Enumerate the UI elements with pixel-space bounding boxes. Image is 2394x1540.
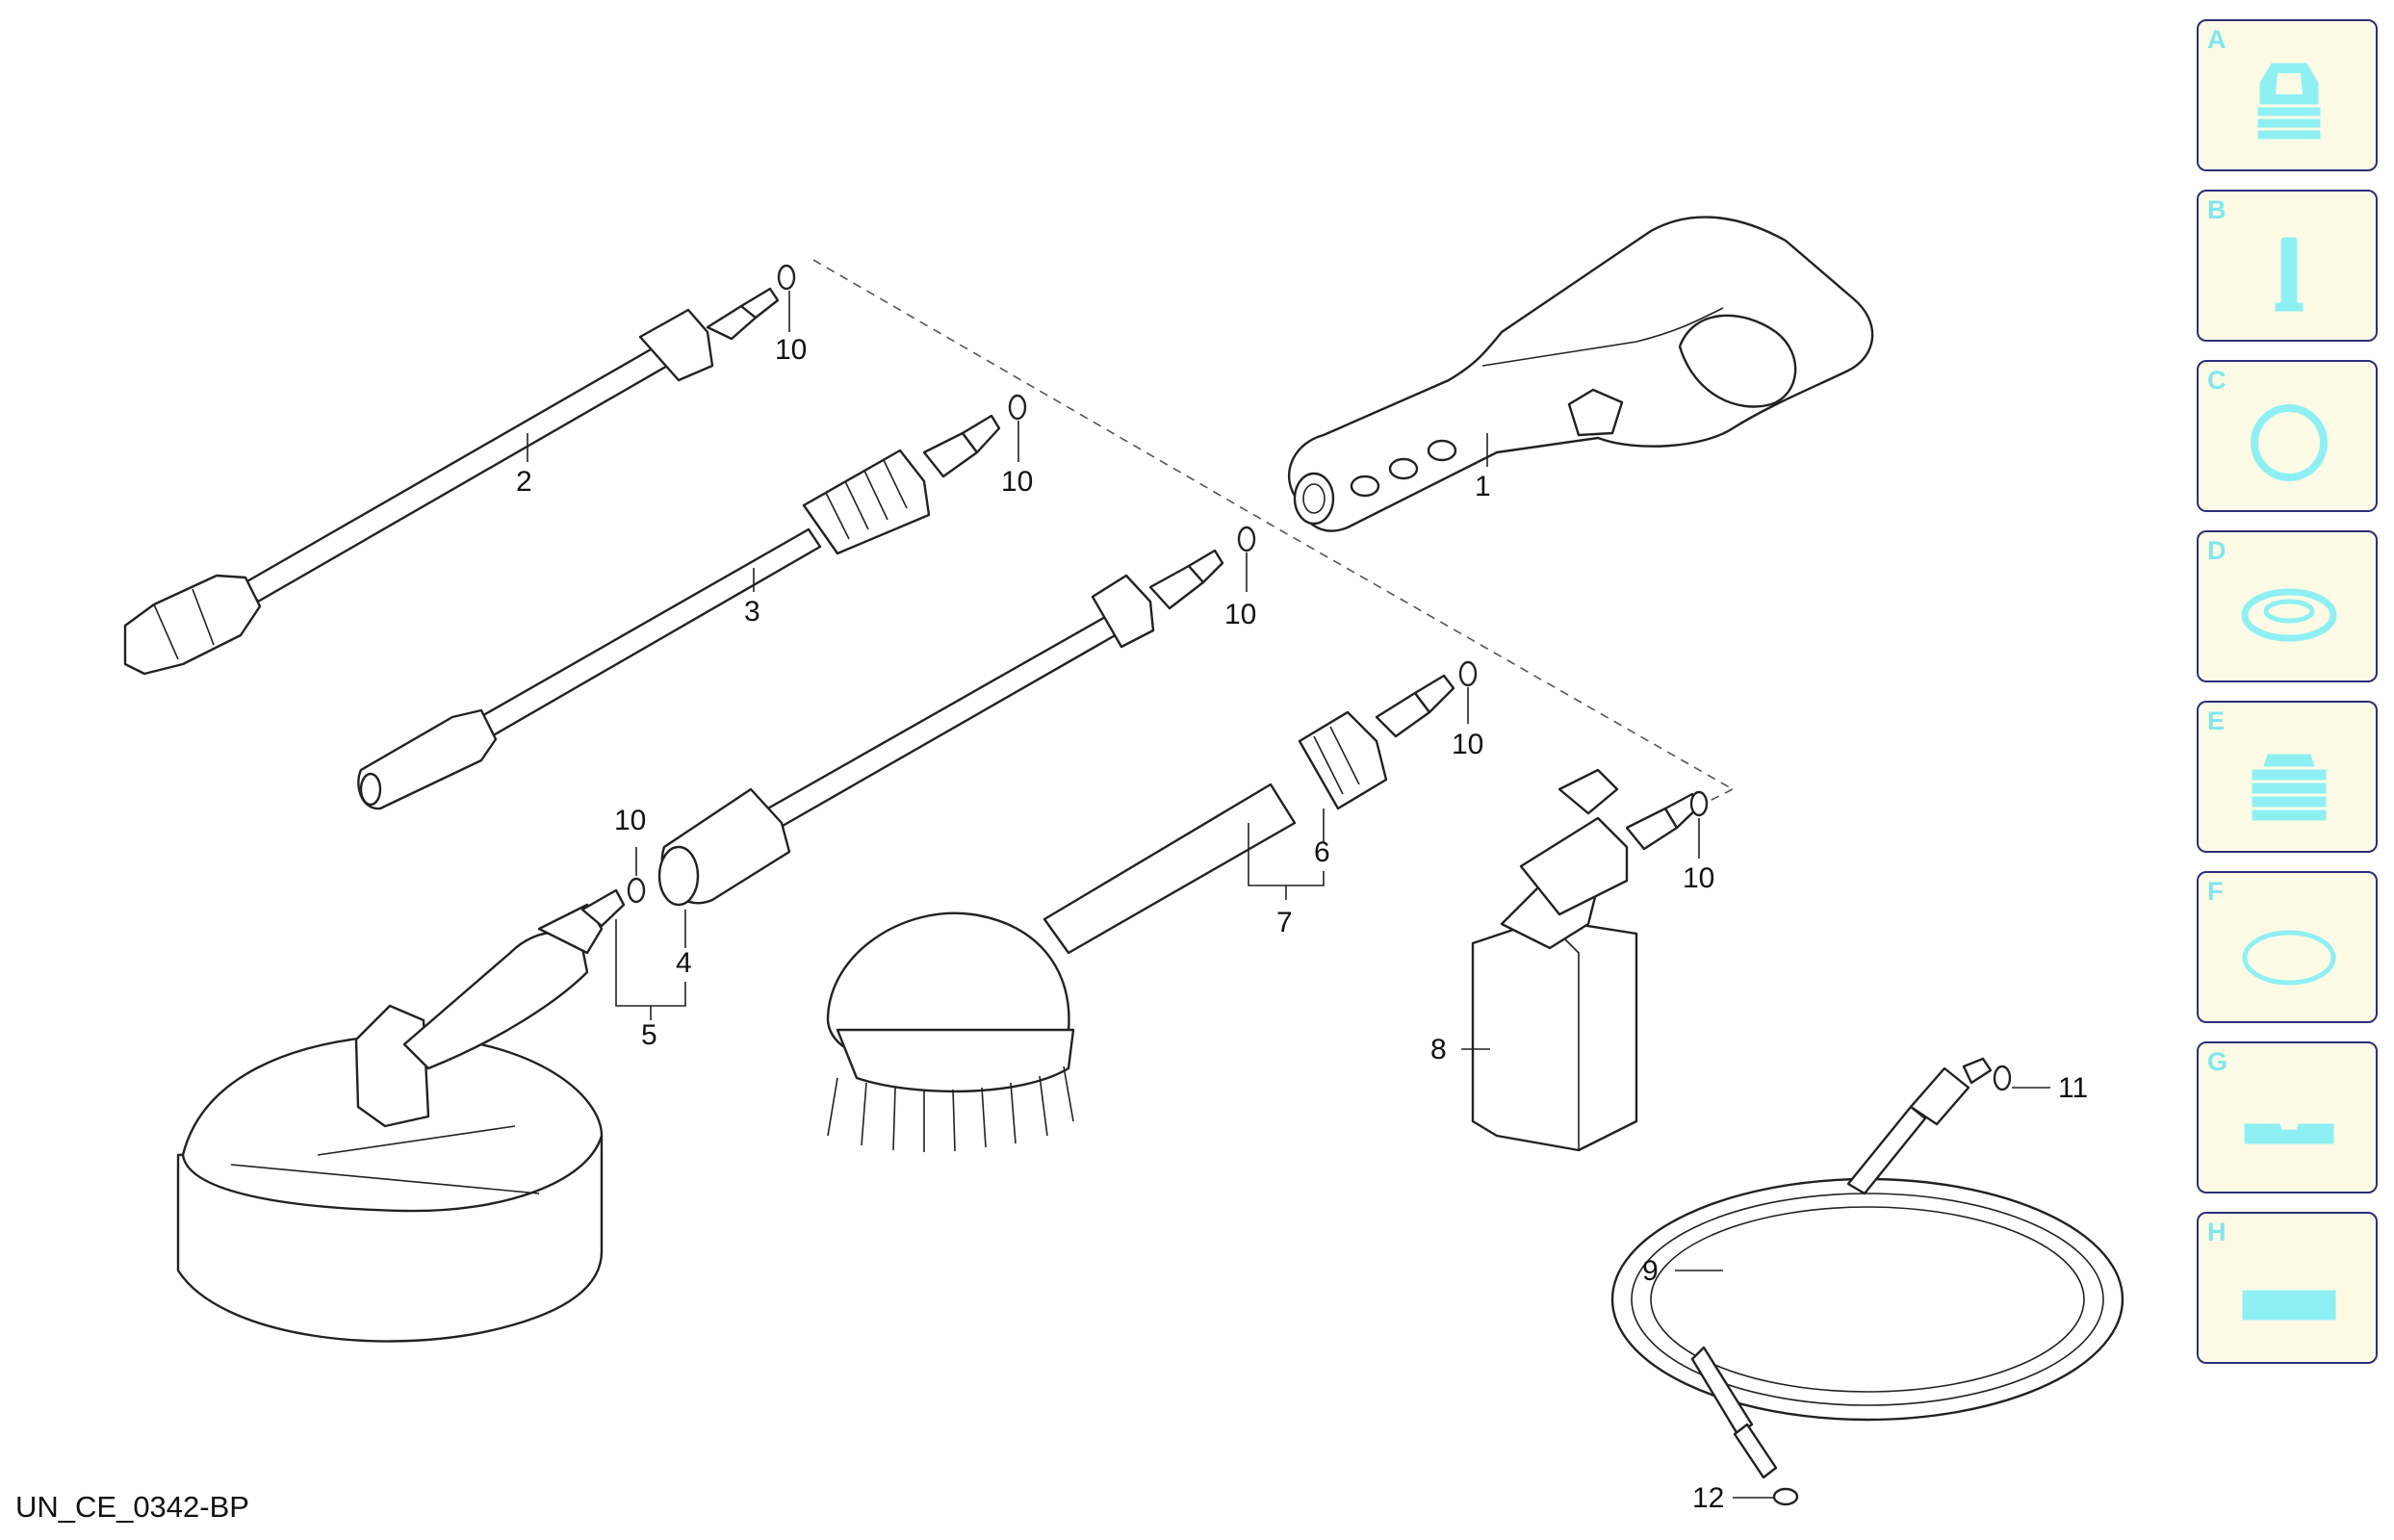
part-6-rotary-brush[interactable]: [826, 674, 1455, 1152]
part-11-o-ring[interactable]: [1993, 1065, 2050, 1091]
threaded-sleeve-icon: [2252, 754, 2327, 821]
part-1-spray-gun[interactable]: [1287, 216, 1874, 532]
legend-letter: C: [2207, 366, 2227, 395]
callout-4: 4: [676, 947, 692, 979]
legend-letter: B: [2207, 195, 2227, 224]
part-10-o-rings[interactable]: [627, 264, 1709, 904]
block-icon: [2242, 1290, 2336, 1321]
callout-1: 1: [1475, 471, 1491, 502]
legend-letter: F: [2207, 877, 2224, 906]
slotted-plate-icon: [2244, 1123, 2334, 1144]
legend-card-b[interactable]: B: [2197, 190, 2378, 342]
callout-10-a: 10: [775, 334, 807, 366]
callout-10-d: 10: [614, 805, 646, 836]
nipple-icon: [2275, 237, 2304, 312]
legend-card-c[interactable]: C: [2197, 360, 2378, 512]
drawing-code: UN_CE_0342-BP: [15, 1490, 249, 1524]
legend-letter: E: [2207, 706, 2226, 735]
callout-8: 8: [1430, 1034, 1447, 1065]
part-4-adapter-lance[interactable]: [657, 549, 1224, 948]
part-12-o-ring[interactable]: [1733, 1487, 1799, 1506]
quick-coupler-icon: [2257, 63, 2321, 140]
o-ring-10-b: [1008, 394, 1027, 421]
o-ring-10-e: [1458, 660, 1478, 687]
callout-3: 3: [744, 596, 760, 628]
legend-card-h[interactable]: H: [2197, 1212, 2378, 1364]
callout-11: 11: [2058, 1072, 2088, 1104]
callout-2: 2: [516, 466, 532, 498]
legend-card-g[interactable]: G: [2197, 1041, 2378, 1194]
callout-12: 12: [1692, 1482, 1724, 1514]
callout-9: 9: [1642, 1255, 1659, 1287]
part-5-surface-cleaner[interactable]: [176, 888, 686, 1343]
legend-letter: A: [2207, 25, 2227, 54]
part-2-spray-lance[interactable]: [123, 287, 780, 676]
legend-card-d[interactable]: D: [2197, 530, 2378, 682]
o-ring-10-a: [777, 264, 796, 291]
callout-6: 6: [1314, 836, 1330, 868]
legend-card-f[interactable]: F: [2197, 871, 2378, 1023]
o-ring-10-d: [627, 877, 646, 904]
part-3-nozzle-lance[interactable]: [357, 414, 1001, 810]
callout-10-b: 10: [1001, 466, 1033, 498]
callout-7: 7: [1276, 907, 1293, 938]
part-8-detergent-bottle[interactable]: [1461, 768, 1701, 1152]
assembly-guide-line: [812, 259, 1734, 790]
legend-letter: D: [2207, 536, 2227, 565]
flat-seal-icon: [2241, 588, 2337, 642]
callout-10-c: 10: [1224, 599, 1256, 630]
exploded-parts-diagram: 1 2 3 4 5 6 7 8 9 10 10 10 10 10 10 11 1…: [123, 216, 2124, 1514]
o-ring-icon: [2251, 404, 2328, 481]
part-9-high-pressure-hose[interactable]: [1610, 1057, 2124, 1479]
legend-card-e[interactable]: E: [2197, 701, 2378, 853]
callout-10-e: 10: [1452, 729, 1483, 760]
legend-letter: G: [2207, 1047, 2228, 1076]
legend-card-a[interactable]: A: [2197, 19, 2378, 171]
gasket-icon: [2242, 930, 2336, 986]
callout-5: 5: [641, 1019, 657, 1051]
legend-letter: H: [2207, 1218, 2227, 1246]
o-ring-10-c: [1237, 526, 1256, 552]
o-ring-10-f: [1689, 790, 1709, 817]
callout-10-f: 10: [1683, 862, 1714, 894]
